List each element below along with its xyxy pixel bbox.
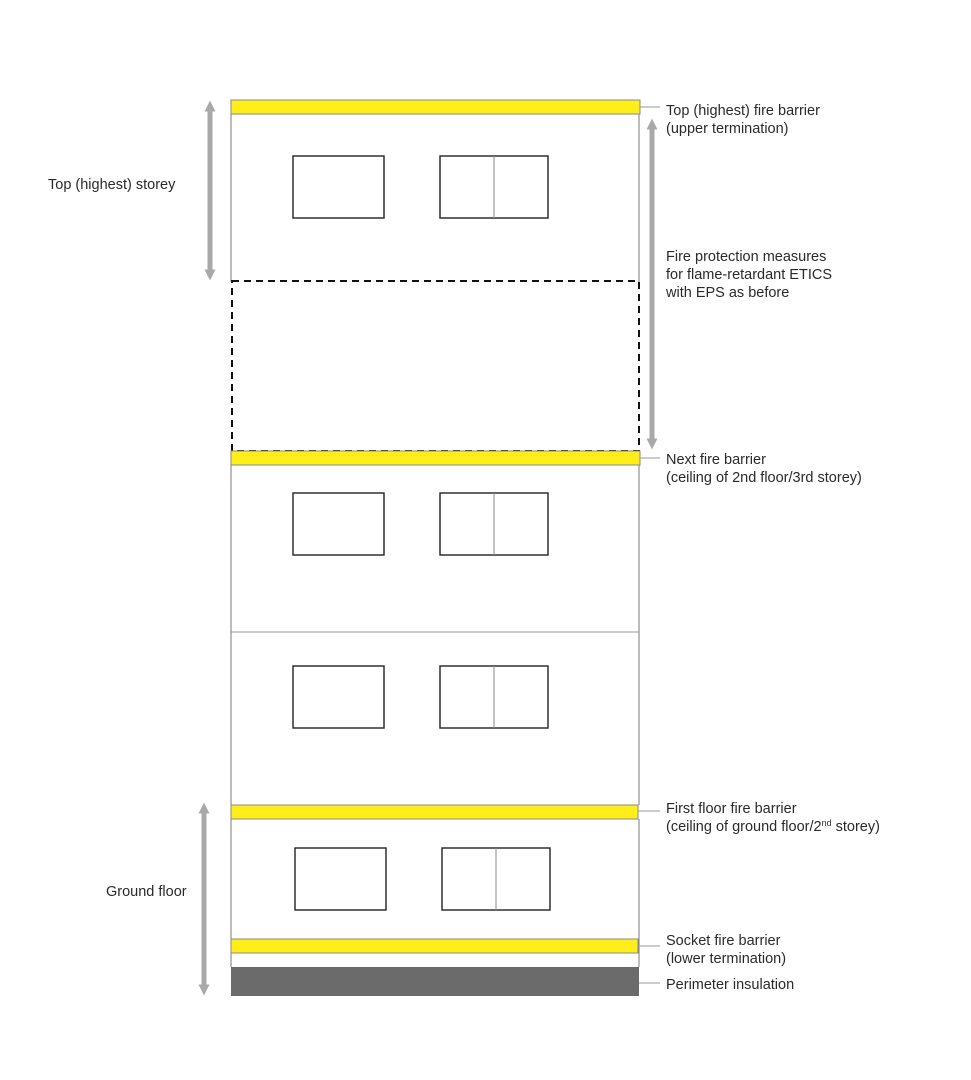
label-first-floor-barrier-line2-b: storey) (832, 819, 880, 835)
next-fire-barrier (230, 450, 641, 466)
leader-lines (638, 106, 660, 984)
label-ground-floor: Ground floor (106, 884, 187, 900)
label-first-floor-barrier-line1: First floor fire barrier (666, 801, 797, 817)
label-next-barrier-line1: Next fire barrier (666, 452, 766, 468)
omitted-storeys-dashed (231, 280, 640, 452)
label-fire-protection-line3: with EPS as before (665, 285, 789, 301)
label-first-floor-barrier-line2: (ceiling of ground floor/2nd storey) (666, 818, 880, 835)
label-first-floor-barrier-line2-sup: nd (822, 818, 832, 828)
window-s2-left (292, 665, 385, 729)
label-fire-protection-line2: for flame-retardant ETICS (666, 267, 832, 283)
label-perimeter-insulation: Perimeter insulation (666, 977, 794, 993)
window-top-left (292, 155, 385, 219)
label-top-storey: Top (highest) storey (48, 177, 176, 193)
first-floor-fire-barrier (230, 804, 639, 820)
label-top-barrier-line1: Top (highest) fire barrier (666, 103, 820, 119)
top-fire-barrier (230, 99, 641, 115)
socket-fire-barrier (230, 938, 639, 954)
label-fire-protection-line1: Fire protection measures (666, 249, 826, 265)
windows (292, 155, 551, 911)
label-top-barrier-line2: (upper termination) (666, 121, 789, 137)
label-socket-barrier-line2: (lower termination) (666, 951, 786, 967)
building-facade (230, 114, 640, 967)
label-socket-barrier-line1: Socket fire barrier (666, 933, 781, 949)
window-ground-left (294, 847, 387, 911)
label-first-floor-barrier-line2-a: (ceiling of ground floor/2 (666, 819, 822, 835)
perimeter-insulation-band (231, 967, 639, 996)
window-s3-left (292, 492, 385, 556)
label-next-barrier-line2: (ceiling of 2nd floor/3rd storey) (666, 470, 862, 486)
